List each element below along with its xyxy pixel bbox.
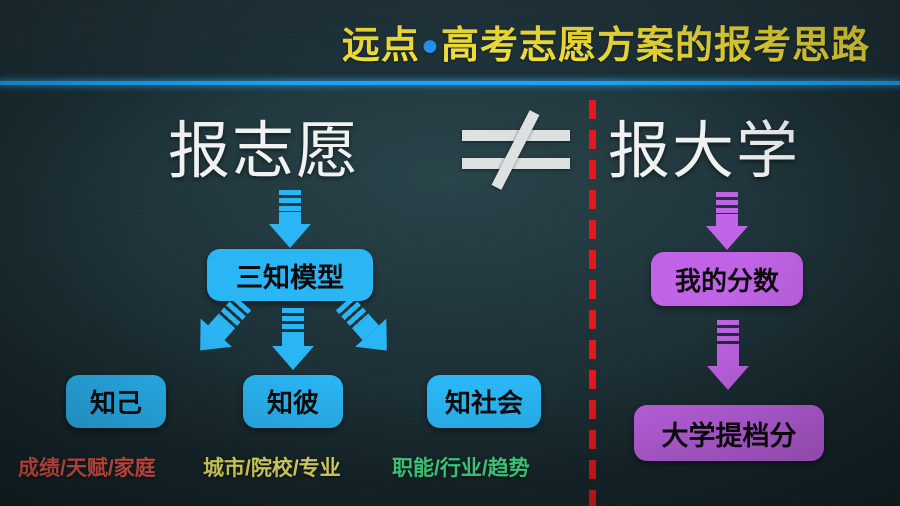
arrow-shaft-solid xyxy=(279,212,301,224)
node-label: 知己 xyxy=(89,388,142,418)
not-equal-icon xyxy=(462,110,570,190)
red-dashed-divider xyxy=(589,100,596,506)
tag-know-other: 城市/院校/专业 xyxy=(203,457,341,480)
brand-name: 远点 xyxy=(341,25,420,67)
heading-right: 报大学 xyxy=(608,117,801,186)
tag-know-society: 职能/行业/趋势 xyxy=(392,457,530,480)
arrow-down-to-model xyxy=(268,190,312,248)
node-label: 我的分数 xyxy=(674,265,779,296)
node-label: 知社会 xyxy=(444,388,523,418)
node-know-self[interactable]: 知己 xyxy=(66,375,166,428)
node-know-other[interactable]: 知彼 xyxy=(243,375,343,428)
arrow-shaft xyxy=(279,190,301,212)
node-know-society[interactable]: 知社会 xyxy=(427,375,541,428)
node-three-knows-model[interactable]: 三知模型 xyxy=(207,249,373,301)
arrow-head xyxy=(706,226,748,250)
node-university-cutoff-score[interactable]: 大学提档分 xyxy=(634,405,824,461)
tag-know-self: 成绩/天赋/家庭 xyxy=(18,457,156,480)
node-label: 三知模型 xyxy=(236,262,344,293)
arrow-shaft-solid xyxy=(282,332,304,346)
title-text: 高考志愿方案的报考思路 xyxy=(440,25,870,67)
page-title: 远点●高考志愿方案的报考思路 xyxy=(0,14,870,69)
arrow-shaft xyxy=(717,320,739,346)
node-label: 大学提档分 xyxy=(661,420,797,451)
not-equal-slash xyxy=(491,110,540,190)
arrow-shaft xyxy=(282,308,304,332)
blue-dot-icon: ● xyxy=(420,29,440,62)
arrow-shaft-solid xyxy=(716,214,738,226)
arrow-down-to-my-score xyxy=(705,192,749,250)
arrow-to-know-other xyxy=(271,308,315,370)
not-equal-bar-bottom xyxy=(462,158,570,169)
arrow-head xyxy=(707,366,749,390)
header-divider-rule xyxy=(0,81,900,85)
slide-header: 远点●高考志愿方案的报考思路 xyxy=(0,0,900,83)
node-my-score[interactable]: 我的分数 xyxy=(651,252,803,306)
node-label: 知彼 xyxy=(266,388,319,418)
arrow-shaft xyxy=(716,192,738,214)
arrow-head xyxy=(269,224,311,248)
arrow-shaft-solid xyxy=(717,346,739,366)
heading-left: 报志愿 xyxy=(168,117,361,186)
arrow-head xyxy=(272,346,314,370)
arrow-down-to-cutoff-score xyxy=(706,320,750,392)
